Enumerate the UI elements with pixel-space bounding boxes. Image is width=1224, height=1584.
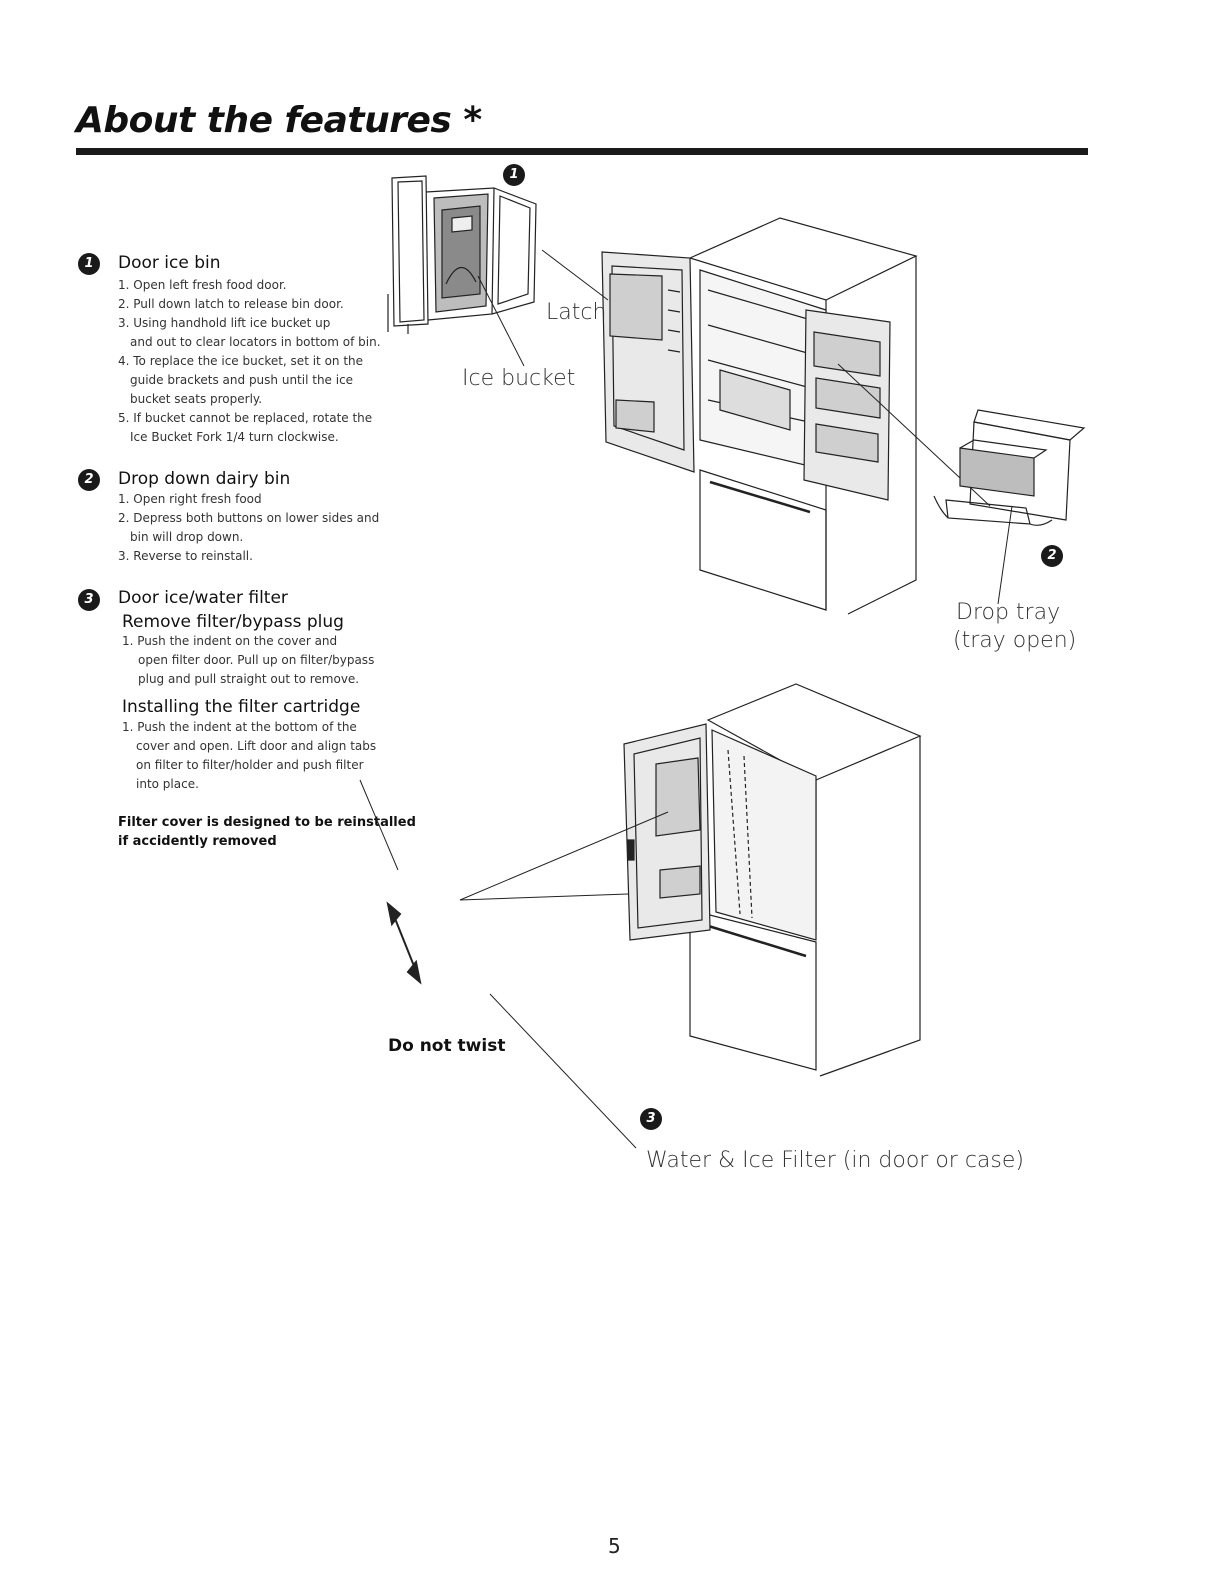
- list-item: on filter to filter/holder and push filt…: [136, 758, 364, 772]
- water-ice-filter-label: Water & Ice Filter (in door or case): [646, 1148, 1024, 1173]
- list-item: 4. To replace the ice bucket, set it on …: [118, 354, 364, 368]
- do-not-twist-label: Do not twist: [388, 1036, 506, 1056]
- list-item: 3. Reverse to reinstall.: [118, 549, 253, 563]
- title-rule: [76, 148, 1088, 155]
- do-not-twist-arrow-icon: [388, 904, 420, 982]
- section-2-steps: 1. Open right fresh food 2. Depress both…: [118, 490, 418, 566]
- section-1-badge: 1: [78, 253, 100, 275]
- list-item: cover and open. Lift door and align tabs: [136, 739, 377, 753]
- list-item: 1. Open right fresh food: [118, 492, 262, 506]
- figure-badge-1: 1: [503, 164, 525, 186]
- list-item: into place.: [136, 777, 199, 791]
- subsection-install-steps: 1. Push the indent at the bottom of the …: [122, 718, 422, 794]
- list-item: 5. If bucket cannot be replaced, rotate …: [118, 411, 373, 425]
- refrigerator-open-doors-illustration: [590, 210, 930, 620]
- section-1-heading: Door ice bin: [118, 253, 221, 273]
- ice-bin-closeup-illustration: [386, 174, 556, 334]
- list-item: 1. Push the indent on the cover and: [122, 634, 338, 648]
- drop-tray-closeup-illustration: [930, 400, 1090, 540]
- subsection-install-heading: Installing the filter cartridge: [122, 697, 361, 717]
- section-3-badge: 3: [78, 589, 100, 611]
- list-item: 3. Using handhold lift ice bucket up: [118, 316, 331, 330]
- latch-label: Latch: [546, 300, 607, 325]
- figure-badge-3: 3: [640, 1108, 662, 1130]
- refrigerator-left-door-open-illustration: [620, 680, 930, 1080]
- filter-cover-note: Filter cover is designed to be reinstall…: [118, 815, 416, 849]
- ice-bucket-label: Ice bucket: [462, 366, 576, 391]
- figure-badge-2: 2: [1041, 545, 1063, 567]
- section-1-steps: 1. Open left fresh food door. 2. Pull do…: [118, 276, 418, 447]
- list-item: open filter door. Pull up on filter/bypa…: [138, 653, 375, 667]
- subsection-remove-heading: Remove filter/bypass plug: [122, 612, 344, 632]
- list-item: Ice Bucket Fork 1/4 turn clockwise.: [130, 430, 339, 444]
- section-2-heading: Drop down dairy bin: [118, 469, 291, 489]
- list-item: and out to clear locators in bottom of b…: [130, 335, 381, 349]
- page-title: About the features *: [76, 100, 482, 141]
- drop-tray-label-line1: Drop tray: [956, 600, 1061, 625]
- list-item: 2. Pull down latch to release bin door.: [118, 297, 344, 311]
- drop-tray-label-line2: (tray open): [953, 628, 1077, 653]
- list-item: bucket seats properly.: [130, 392, 263, 406]
- list-item: guide brackets and push until the ice: [130, 373, 354, 387]
- list-item: bin will drop down.: [130, 530, 244, 544]
- list-item: 2. Depress both buttons on lower sides a…: [118, 511, 380, 525]
- list-item: plug and pull straight out to remove.: [138, 672, 360, 686]
- subsection-remove-steps: 1. Push the indent on the cover and open…: [122, 632, 422, 689]
- list-item: 1. Open left fresh food door.: [118, 278, 287, 292]
- section-2-badge: 2: [78, 469, 100, 491]
- section-3-heading: Door ice/water filter: [118, 588, 288, 608]
- list-item: 1. Push the indent at the bottom of the: [122, 720, 357, 734]
- page-number: 5: [608, 1534, 621, 1558]
